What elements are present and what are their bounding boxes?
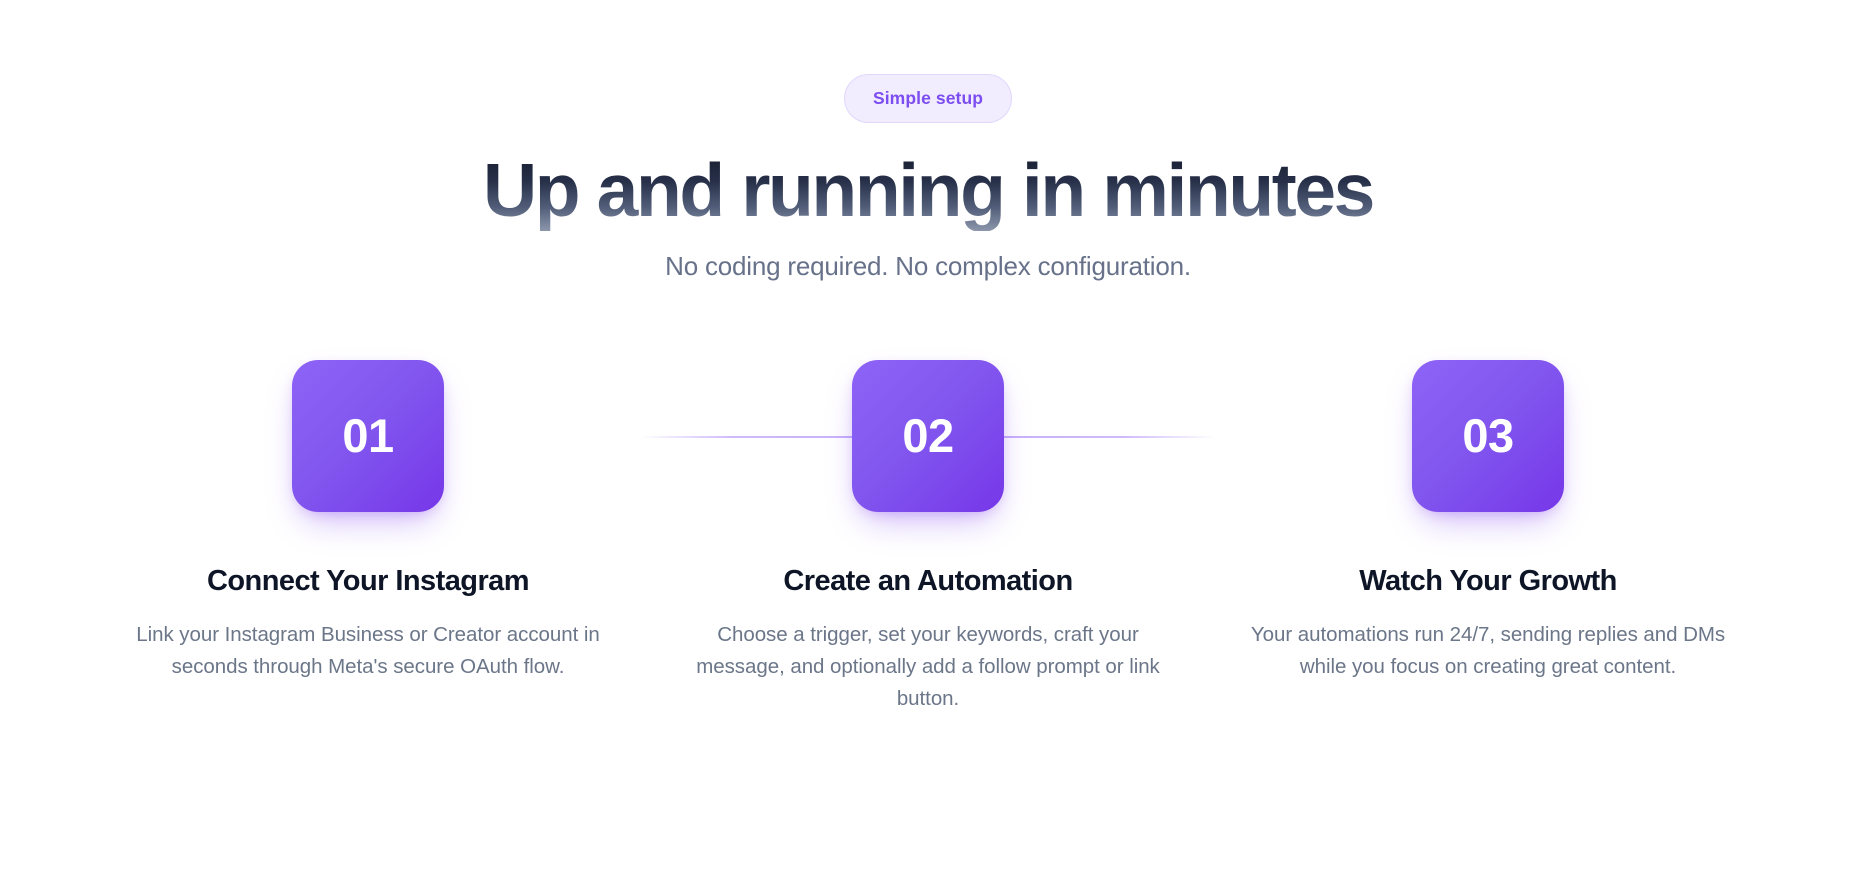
step-title-1: Connect Your Instagram [207, 564, 530, 597]
steps-container: 01 Connect Your Instagram Link your Inst… [0, 359, 1856, 714]
step-description-3: Your automations run 24/7, sending repli… [1250, 623, 1726, 678]
step-description-1: Link your Instagram Business or Creator … [136, 623, 600, 678]
eyebrow-badge: Simple setup [843, 74, 1013, 123]
page-title: Up and running in minutes [483, 148, 1375, 232]
step-number-badge-1: 01 [292, 359, 444, 512]
step-number-badge-2: 02 [852, 359, 1004, 512]
step-number-badge-3: 03 [1412, 359, 1564, 512]
eyebrow-badge-row: Simple setup [0, 74, 1856, 123]
page-subtitle: No coding required. No complex configura… [665, 250, 1191, 281]
step-card-1: 01 Connect Your Instagram Link your Inst… [88, 359, 648, 683]
step-card-2: 02 Create an Automation Choose a trigger… [648, 359, 1208, 714]
step-card-3: 03 Watch Your Growth Your automations ru… [1208, 359, 1768, 683]
heading-wrapper: Up and running in minutes [0, 148, 1856, 232]
step-title-2: Create an Automation [783, 564, 1073, 597]
step-title-3: Watch Your Growth [1359, 564, 1617, 597]
step-description-2: Choose a trigger, set your keywords, cra… [696, 623, 1160, 710]
